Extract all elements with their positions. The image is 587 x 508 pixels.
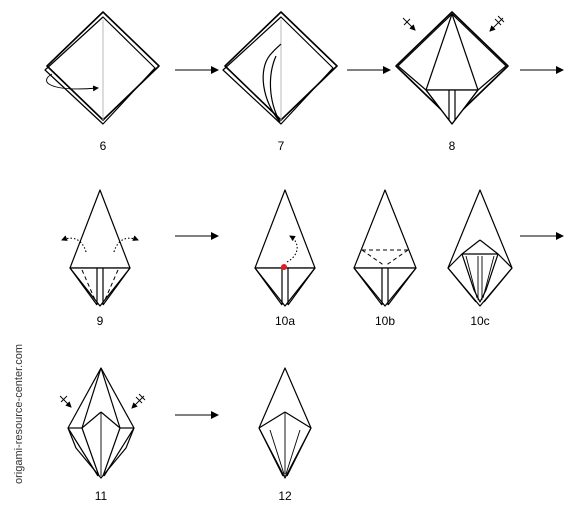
- step-label-9: 9: [97, 314, 104, 328]
- step-label-6: 6: [100, 139, 107, 153]
- step-9-figure: [61, 189, 139, 307]
- step-label-10c: 10c: [470, 314, 489, 328]
- step-7-figure: [222, 11, 338, 125]
- fold-arrow-icon: [286, 235, 298, 263]
- step-12-figure: [258, 367, 312, 479]
- valley-fold-icon: [402, 17, 416, 31]
- step-10b-figure: [353, 189, 417, 307]
- pivot-point-icon: [281, 264, 287, 270]
- mountain-fold-icon: [131, 393, 146, 409]
- mountain-fold-icon: [489, 15, 505, 32]
- step-label-11: 11: [95, 489, 108, 503]
- step-label-8: 8: [449, 139, 456, 153]
- valley-fold-icon: [59, 395, 72, 408]
- step-label-12: 12: [278, 489, 292, 503]
- step-11-figure: [59, 367, 146, 479]
- fold-arrow-icon: [113, 235, 139, 253]
- step-label-10b: 10b: [375, 314, 395, 328]
- step-10a-figure: [254, 189, 316, 307]
- step-label-7: 7: [278, 139, 285, 153]
- step-8-figure: [395, 11, 509, 125]
- fold-arrow-icon: [46, 73, 99, 92]
- step-6-figure: [44, 11, 160, 125]
- step-10c-figure: [447, 189, 513, 307]
- step-label-10a: 10a: [275, 314, 295, 328]
- site-credit: origami-resource-center.com: [13, 344, 25, 484]
- fold-arrow-icon: [61, 235, 87, 253]
